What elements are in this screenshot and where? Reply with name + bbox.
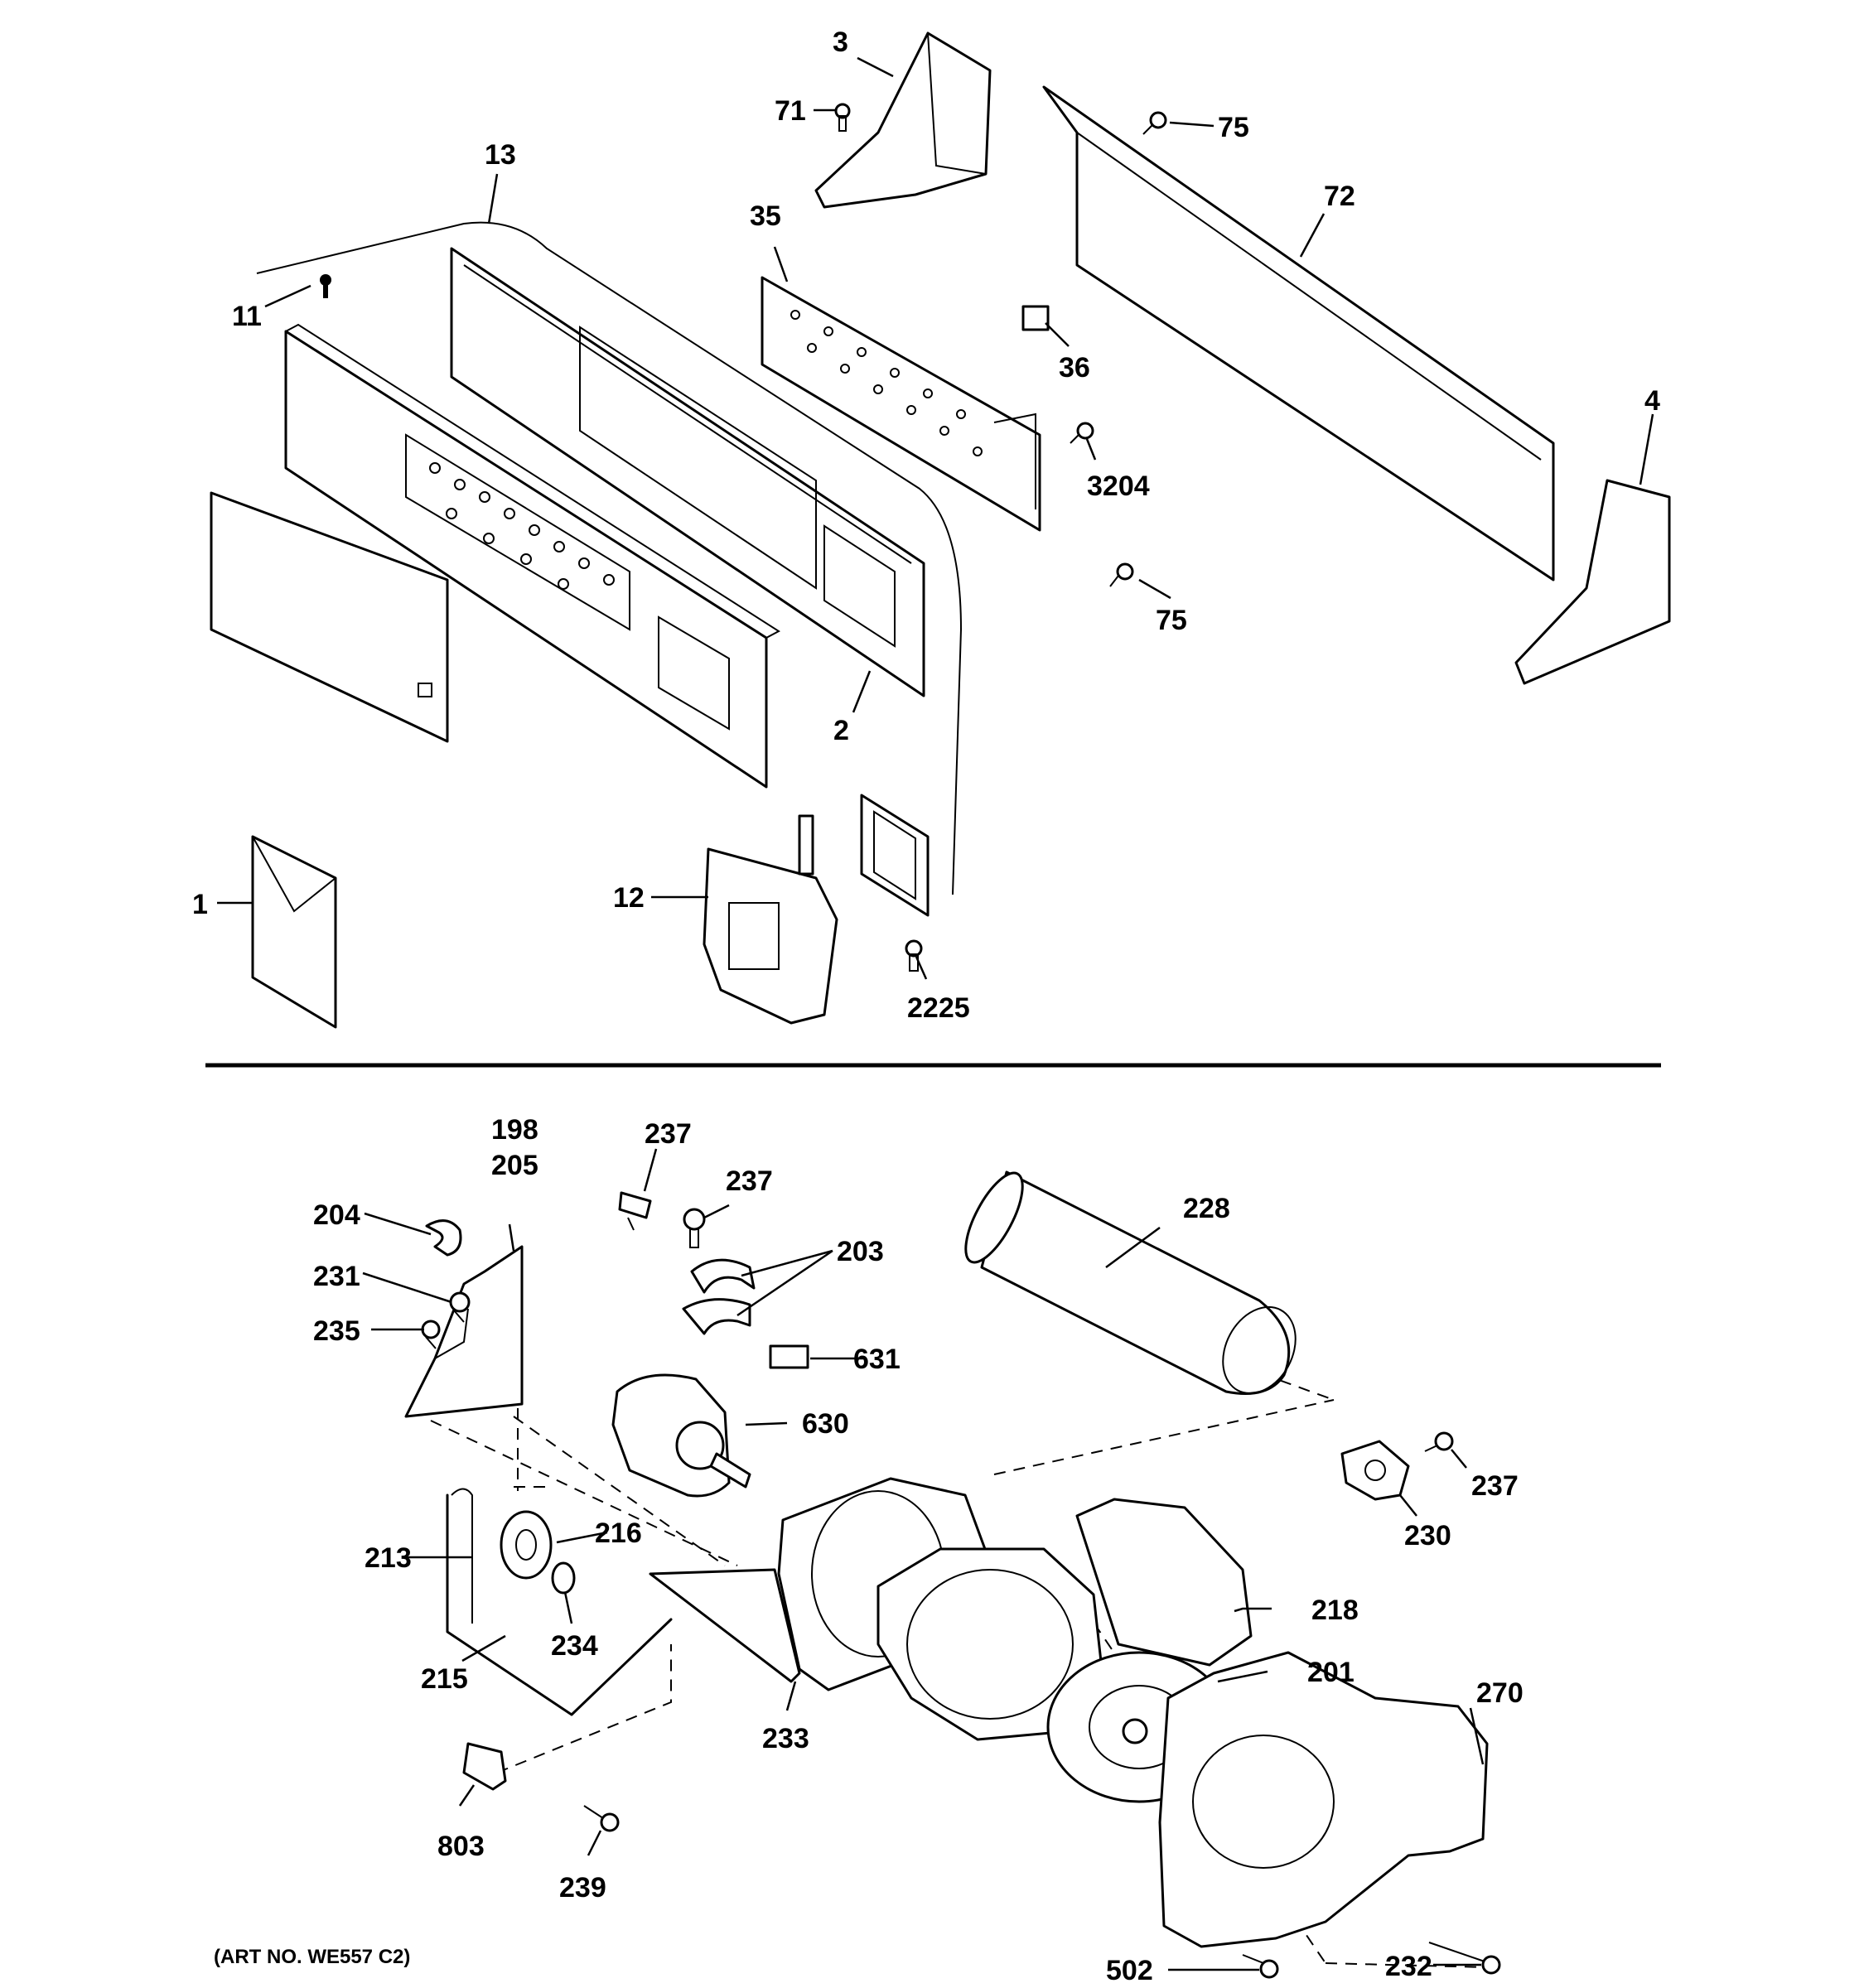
- part-72-panel: [1042, 85, 1555, 581]
- assembly-lines: [430, 1366, 1488, 1968]
- part-204-clip: [425, 1219, 462, 1257]
- leader-lines: [217, 56, 1654, 1971]
- callout-4: 4: [1644, 385, 1660, 417]
- callout-502: 502: [1106, 1955, 1153, 1986]
- part-230-thermostat: [1340, 1440, 1410, 1501]
- part-803-switch: [462, 1742, 507, 1791]
- part-631-brush: [769, 1344, 809, 1369]
- callout-215: 215: [421, 1663, 468, 1695]
- callout-216: 216: [595, 1518, 642, 1549]
- callout-270: 270: [1476, 1677, 1524, 1709]
- callout-631: 631: [853, 1344, 901, 1375]
- callout-205: 205: [491, 1150, 538, 1181]
- callout-231: 231: [313, 1261, 360, 1292]
- part-203-straps: [682, 1258, 756, 1335]
- callout-203: 203: [837, 1236, 884, 1267]
- callout-232: 232: [1385, 1951, 1432, 1982]
- part-232-screw: [1428, 1942, 1501, 1975]
- part-234-wheel: [551, 1561, 576, 1595]
- part-11-screw: [320, 274, 331, 298]
- part-218-housing: [876, 1498, 1253, 1741]
- callout-2225: 2225: [907, 992, 970, 1024]
- part-gasket: [860, 794, 930, 917]
- part-237c-screw: [1424, 1431, 1454, 1452]
- callout-36: 36: [1059, 352, 1090, 384]
- callout-3: 3: [833, 27, 848, 58]
- callout-201: 201: [1307, 1657, 1355, 1688]
- callout-237a: 237: [645, 1118, 692, 1150]
- callout-75b: 75: [1156, 605, 1187, 636]
- part-4-bracket: [1514, 479, 1671, 685]
- part-3-bracket: [814, 31, 992, 209]
- part-237a-screw: [618, 1191, 652, 1231]
- callout-2: 2: [833, 715, 849, 746]
- callout-213: 213: [365, 1542, 412, 1574]
- callout-13: 13: [485, 139, 516, 171]
- callout-237b: 237: [726, 1165, 773, 1197]
- callout-233: 233: [762, 1723, 809, 1754]
- part-228-duct: [964, 1170, 1297, 1395]
- part-630-motor: [611, 1373, 751, 1498]
- part-cover-plate: [210, 491, 449, 743]
- callout-198: 198: [491, 1114, 538, 1146]
- callout-239: 239: [559, 1872, 606, 1904]
- part-237b-screw: [683, 1208, 706, 1248]
- part-239-screw: [583, 1805, 620, 1832]
- callout-204: 204: [313, 1199, 360, 1231]
- art-number: (ART NO. WE557 C2): [214, 1946, 410, 1968]
- part-13-outline: [256, 221, 963, 895]
- callout-234: 234: [551, 1630, 598, 1662]
- callout-228: 228: [1183, 1193, 1230, 1224]
- part-2225-screw: [905, 939, 923, 972]
- part-2-frame: [450, 247, 925, 697]
- part-205-bracket: [404, 1245, 524, 1418]
- part-1-envelope: [251, 835, 337, 1029]
- callout-218: 218: [1311, 1595, 1359, 1626]
- part-75b-screw: [1109, 562, 1134, 587]
- part-216-pulley: [500, 1510, 553, 1580]
- part-270-housing: [1158, 1651, 1489, 1948]
- callout-71: 71: [775, 95, 806, 127]
- callout-237c: 237: [1471, 1470, 1519, 1502]
- callout-630: 630: [802, 1408, 849, 1440]
- part-75a-screw: [1142, 111, 1167, 135]
- callout-35: 35: [750, 200, 781, 232]
- callout-1: 1: [192, 889, 208, 920]
- part-35-board: [761, 276, 1041, 532]
- part-502-screw: [1242, 1954, 1279, 1979]
- part-235-screw: [421, 1320, 441, 1349]
- part-control-panel: [284, 323, 780, 789]
- part-3204-screw: [1070, 422, 1094, 444]
- callout-12: 12: [613, 882, 645, 914]
- part-71-screw: [834, 103, 851, 132]
- part-233-base: [649, 1568, 801, 1683]
- callout-230: 230: [1404, 1520, 1451, 1551]
- part-12-module: [703, 814, 838, 1025]
- part-36-clip: [1021, 305, 1050, 331]
- callout-3204: 3204: [1087, 470, 1150, 502]
- callout-235: 235: [313, 1315, 360, 1347]
- callout-803: 803: [437, 1831, 485, 1862]
- callout-75a: 75: [1218, 112, 1249, 143]
- callout-72: 72: [1324, 181, 1355, 212]
- callout-11: 11: [232, 301, 262, 332]
